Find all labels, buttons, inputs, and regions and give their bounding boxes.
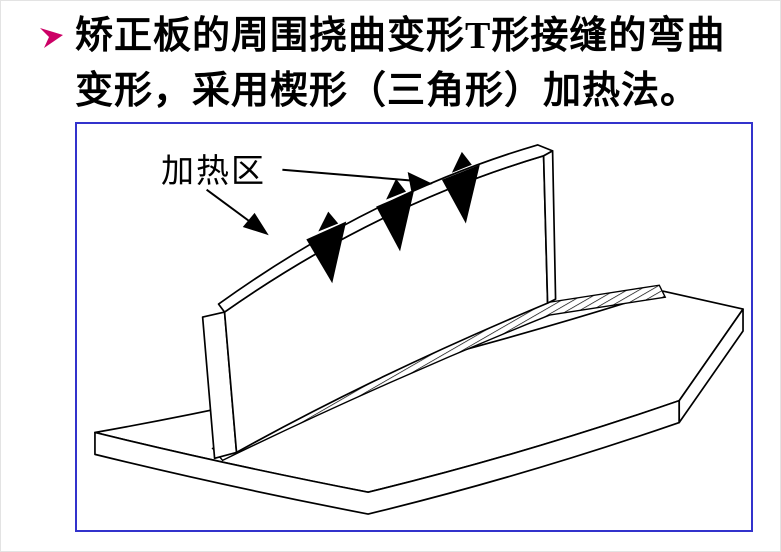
leader-line xyxy=(282,168,415,182)
heading-line-1: 矫正板的周围挠曲变形T形接缝的弯曲 xyxy=(75,9,775,64)
heating-zone-label: 加热区 xyxy=(161,154,266,190)
heating-wedge-triangle xyxy=(376,190,414,252)
web-plate-right-end-face xyxy=(542,150,557,304)
leader-arrowhead-icon xyxy=(242,212,269,236)
leader-arrowhead-icon xyxy=(407,172,433,191)
heading-text: 矫正板的周围挠曲变形T形接缝的弯曲 变形，采用楔形（三角形）加热法。 xyxy=(75,9,775,119)
heating-wedge-top-spike xyxy=(451,151,472,173)
t-joint-diagram xyxy=(94,144,744,515)
heading-line-2: 变形，采用楔形（三角形）加热法。 xyxy=(75,70,700,113)
bullet-arrow-icon xyxy=(37,23,65,51)
leader-arrows xyxy=(206,168,433,236)
leader-line xyxy=(206,188,254,225)
heating-wedge-triangle xyxy=(441,164,480,224)
bullet-arrow-shape xyxy=(40,28,63,48)
heading-line1-after: 形接缝的弯曲 xyxy=(491,15,726,57)
base-plate-right-end-face xyxy=(678,308,744,424)
heating-wedges xyxy=(306,151,480,284)
diagram-frame: 加热区 xyxy=(75,122,753,532)
heating-wedge-top-spike xyxy=(386,178,407,200)
heating-wedge-top-spike xyxy=(318,211,339,232)
heading-line1-before: 矫正板的周围挠曲变形 xyxy=(75,15,466,57)
heating-wedge-triangle xyxy=(306,221,347,284)
heading-line1-bold-t: T xyxy=(465,15,492,57)
